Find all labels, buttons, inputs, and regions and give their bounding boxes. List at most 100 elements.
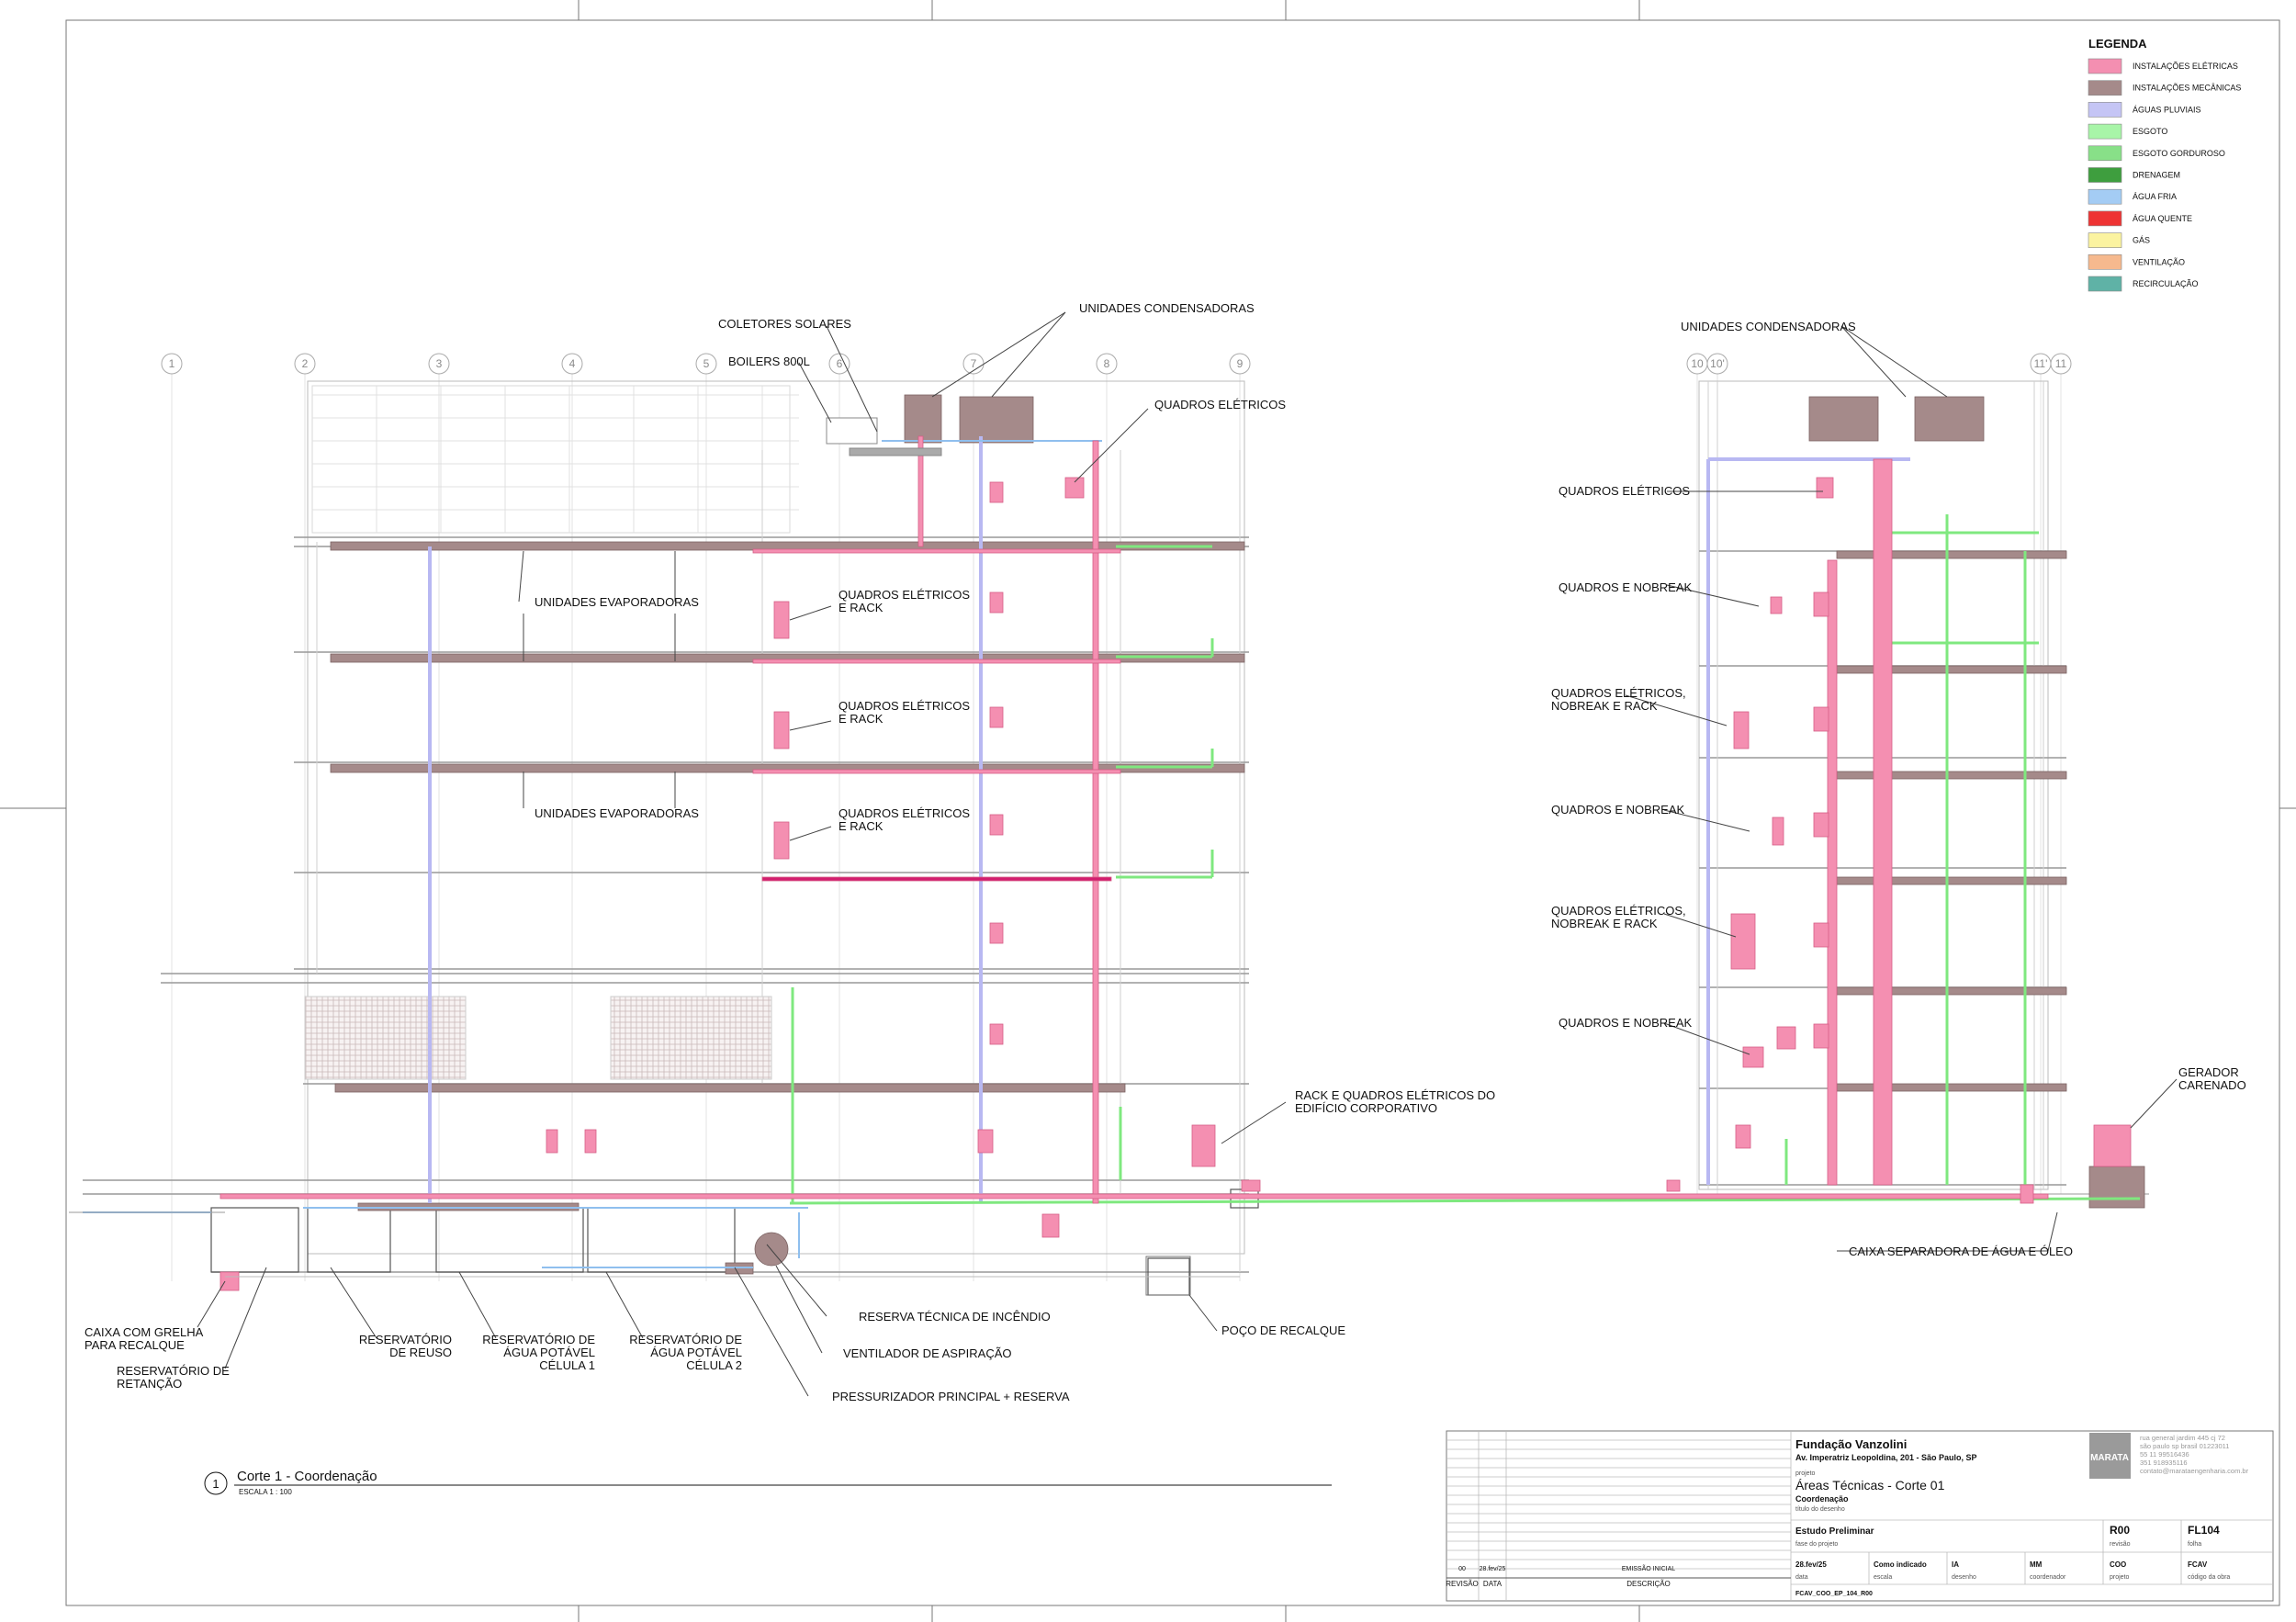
label-res-c1-b: ÁGUA POTÁVEL — [503, 1346, 595, 1359]
label-ventilador: VENTILADOR DE ASPIRAÇÃO — [843, 1346, 1012, 1360]
label-quadros-eletricos-right: QUADROS ELÉTRICOS — [1559, 484, 1690, 498]
legend-swatch — [2088, 80, 2122, 96]
grid-label: 4 — [569, 357, 576, 370]
legend-label: DRENAGEM — [2133, 171, 2180, 180]
grid-bubble — [161, 353, 183, 375]
tb-sheet-label: folha — [2188, 1541, 2201, 1548]
label-qenr-2a: QUADROS ELÉTRICOS, — [1551, 904, 1686, 918]
label-res-retancao-b: RETANÇÃO — [117, 1377, 182, 1391]
label-res-c2-b: ÁGUA POTÁVEL — [650, 1346, 742, 1359]
rev-header-date: DATA — [1483, 1580, 1503, 1588]
firm-contact-line: rua general jardim 445 cj 72 — [2140, 1434, 2225, 1442]
view-number: 1 — [212, 1477, 219, 1491]
legend-label: ÁGUA QUENTE — [2133, 214, 2192, 223]
rev-desc: EMISSÃO INICIAL — [1622, 1564, 1675, 1572]
legend-label: INSTALAÇÕES MECÂNICAS — [2133, 84, 2241, 93]
legend-swatch — [2088, 276, 2122, 292]
grid-bubble — [2050, 353, 2072, 375]
tb-coordinator-label: coordenador — [2030, 1574, 2066, 1581]
rain-water-pipes — [428, 436, 1910, 1203]
grid-bubble — [294, 353, 316, 375]
label-condensadoras-right: UNIDADES CONDENSADORAS — [1681, 320, 1856, 333]
tb-drawing-title: Áreas Técnicas - Corte 01 — [1795, 1478, 1945, 1492]
label-caixa-separadora: CAIXA SEPARADORA DE ÁGUA E ÓLEO — [1849, 1245, 2073, 1258]
left-building-section — [83, 380, 1259, 1296]
firm-logo — [2089, 1433, 2131, 1479]
grid-bubble — [1706, 353, 1728, 375]
label-coletores-solares: COLETORES SOLARES — [718, 317, 851, 331]
grid-bubble — [1096, 353, 1118, 375]
legend-label: GÁS — [2133, 236, 2150, 245]
label-caixa-grelha-a: CAIXA COM GRELHA — [84, 1325, 204, 1339]
site-details — [69, 1211, 1240, 1296]
grid-label: 10' — [1710, 357, 1725, 370]
firm-contact-line: 55 11 99516436 — [2140, 1450, 2189, 1459]
legend-swatch — [2088, 253, 2122, 270]
legend-swatch — [2088, 102, 2122, 118]
view-caption: 1 Corte 1 - Coordenação ESCALA 1 : 100 — [204, 1469, 1332, 1496]
label-res-reuso-b: DE REUSO — [389, 1346, 452, 1359]
tb-revision-label: revisão — [2110, 1541, 2131, 1548]
label-qer-1b: E RACK — [838, 601, 884, 614]
title-block: 00 28.fev/25 EMISSÃO INICIAL REVISÃO DAT… — [1446, 1430, 2274, 1602]
tb-phase: Estudo Preliminar — [1795, 1526, 1874, 1537]
label-quadros-eletricos-top: QUADROS ELÉTRICOS — [1154, 398, 1286, 411]
tb-project-code: COO — [2110, 1560, 2126, 1569]
legend-label: ESGOTO GORDUROSO — [2133, 149, 2225, 158]
label-evaporadoras-1: UNIDADES EVAPORADORAS — [535, 595, 699, 609]
legend-label: ESGOTO — [2133, 127, 2167, 136]
legend-swatch — [2088, 210, 2122, 227]
firm-contact-line: são paulo sp brasil 01223011 — [2140, 1442, 2229, 1450]
tb-drawn: IA — [1952, 1560, 1959, 1569]
label-res-retancao-a: RESERVATÓRIO DE — [117, 1364, 230, 1378]
firm-logo-text: MARATA — [2090, 1453, 2129, 1463]
label-res-c1-c: CÉLULA 1 — [539, 1358, 595, 1372]
label-res-reuso-a: RESERVATÓRIO — [359, 1333, 452, 1346]
tb-drawn-label: desenho — [1952, 1574, 1976, 1581]
legend-label: VENTILAÇÃO — [2133, 257, 2185, 266]
legend-label: ÁGUAS PLUVIAIS — [2133, 105, 2201, 114]
label-qenr-1a: QUADROS ELÉTRICOS, — [1551, 686, 1686, 700]
legend-label: RECIRCULAÇÃO — [2133, 279, 2199, 288]
label-condensadoras-left: UNIDADES CONDENSADORAS — [1079, 301, 1255, 315]
tb-project-code-label: projeto — [2110, 1574, 2130, 1581]
tb-scale-label: escala — [1874, 1574, 1892, 1581]
grid-label: 8 — [1104, 357, 1110, 370]
grid-label: 7 — [971, 357, 977, 370]
grid-label: 2 — [302, 357, 309, 370]
grid-label: 3 — [436, 357, 443, 370]
grid-label: 6 — [837, 357, 843, 370]
tb-drawing-title-label: título do desenho — [1795, 1506, 1845, 1513]
legend-swatch — [2088, 123, 2122, 140]
grid-label: 11' — [2034, 357, 2048, 370]
label-res-c2-c: CÉLULA 2 — [686, 1358, 742, 1372]
rev-date: 28.fev/25 — [1480, 1566, 1506, 1572]
legend-swatch — [2088, 167, 2122, 183]
grid-bubble — [561, 353, 583, 375]
legend-title: LEGENDA — [2088, 37, 2147, 51]
grid-label: 1 — [169, 357, 175, 370]
legend-swatch — [2088, 58, 2122, 74]
tb-projeto-label: projeto — [1795, 1470, 1816, 1477]
view-title: Corte 1 - Coordenação — [237, 1469, 377, 1484]
firm-contact-line: contato@marataengenharia.com.br — [2140, 1467, 2249, 1475]
label-qer-2a: QUADROS ELÉTRICOS — [838, 699, 970, 713]
label-qenr-2b: NOBREAK E RACK — [1551, 917, 1658, 930]
rev-header-num: REVISÃO — [1446, 1580, 1479, 1588]
view-scale: ESCALA 1 : 100 — [239, 1488, 292, 1496]
label-qenr-1b: NOBREAK E RACK — [1551, 699, 1658, 713]
grid-label: 5 — [703, 357, 710, 370]
label-rack-corp-b: EDIFÍCIO CORPORATIVO — [1295, 1101, 1437, 1115]
grid-label: 11 — [2055, 357, 2067, 370]
label-res-c2-a: RESERVATÓRIO DE — [629, 1333, 742, 1346]
legend-swatch — [2088, 232, 2122, 248]
legend-swatch — [2088, 188, 2122, 205]
annotations: COLETORES SOLARES BOILERS 800L UNIDADES … — [84, 301, 2246, 1403]
tb-file-code: FCAV_COO_EP_104_R00 — [1795, 1591, 1873, 1597]
grid-bubble — [695, 353, 717, 375]
grid-bubble — [428, 353, 450, 375]
legend-label: INSTALAÇÕES ELÉTRICAS — [2133, 62, 2238, 71]
